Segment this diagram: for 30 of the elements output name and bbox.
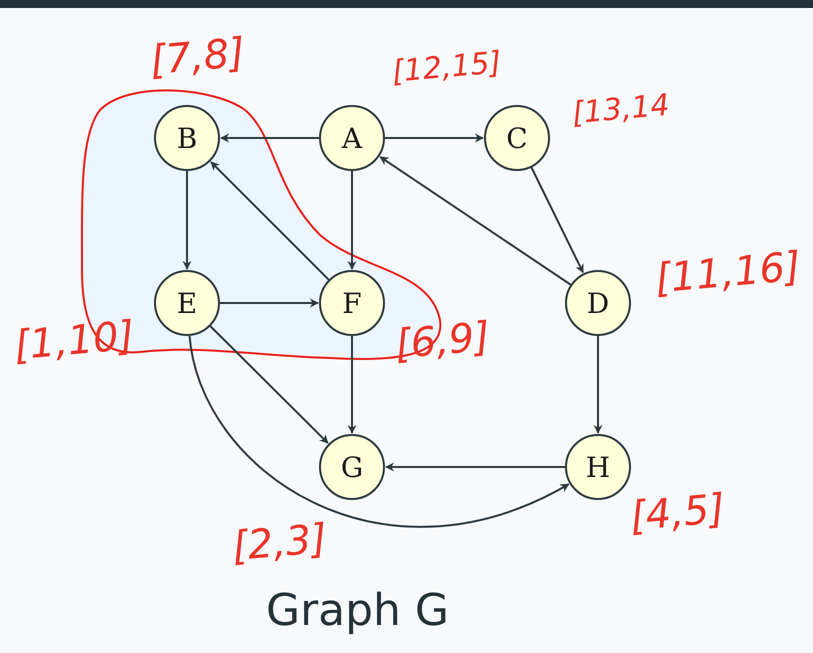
arrow — [188, 336, 570, 528]
vertex-label: H — [586, 450, 610, 484]
handwritten-note: [13,14 — [570, 88, 671, 132]
caption: Graph G — [264, 585, 450, 636]
arrow — [182, 171, 192, 270]
arrow — [348, 336, 356, 434]
vertex-label: A — [342, 122, 362, 154]
arrow — [380, 156, 572, 286]
handwritten-note: [12,15] — [390, 45, 503, 90]
arrow — [385, 134, 484, 142]
arrow — [210, 161, 330, 280]
arrow — [220, 298, 319, 308]
handwritten-note: [11,16] — [653, 244, 802, 302]
handwritten-note: [4,5] — [628, 486, 727, 540]
arrow — [594, 336, 602, 434]
vertex-label: F — [342, 286, 362, 320]
handwritten-note: [6,9] — [393, 314, 492, 368]
vertex-label: G — [340, 450, 364, 484]
arrow — [348, 171, 356, 270]
vertex-label: B — [176, 122, 198, 154]
arrow — [220, 134, 319, 142]
vertex-label: E — [176, 286, 198, 320]
vertex-label: D — [586, 286, 610, 320]
arrow — [210, 326, 329, 444]
arrow — [530, 167, 584, 274]
handwritten-note: [2,3] — [230, 516, 329, 570]
arrow — [385, 462, 565, 472]
handwritten-note: [7,8] — [148, 30, 247, 84]
handwritten-note: [1,10] — [12, 312, 136, 370]
vertex-label: C — [506, 122, 528, 154]
